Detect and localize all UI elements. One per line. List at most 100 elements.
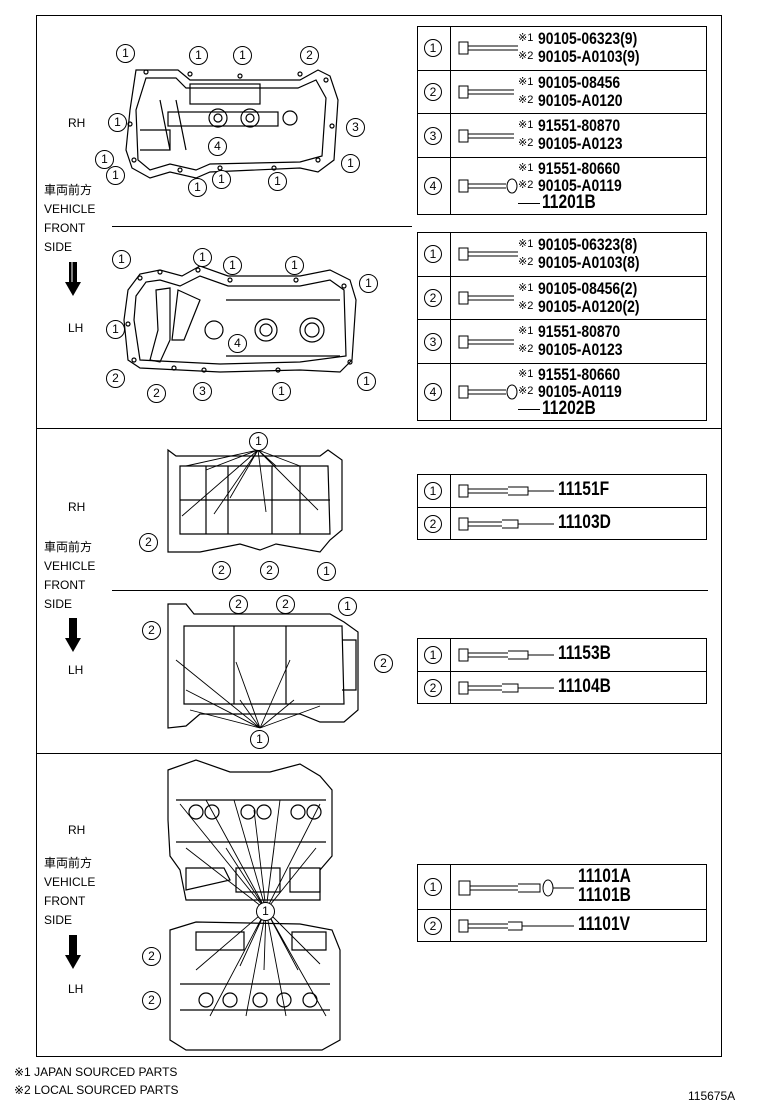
parts-row: 1 ※1 90105-06323(8) ※2 90105-A0103(8)	[418, 233, 706, 276]
parts-row: 2 ※1 90105-08456 ※2 90105-A0120	[418, 70, 706, 114]
head-bolt-with-washer-icon	[458, 879, 574, 897]
bolt-icon	[458, 517, 554, 531]
callout-2: 2	[260, 561, 279, 580]
subdivider-cover	[112, 226, 412, 227]
parts-row: 1 11151F	[418, 475, 706, 507]
callout-1: 1	[249, 432, 268, 451]
callout-2: 2	[147, 384, 166, 403]
part-number: 91551-80870	[538, 322, 621, 341]
part-number: 11153B	[558, 643, 611, 664]
callout-2: 2	[276, 595, 295, 614]
item-number: 4	[424, 383, 442, 401]
callout-1: 1	[223, 256, 242, 275]
part-number: 90105-A0119	[538, 382, 622, 401]
document-id: 115675A	[688, 1089, 736, 1103]
item-number: 2	[424, 289, 442, 307]
part-number: 11151F	[558, 479, 610, 500]
bolt-icon	[458, 919, 574, 933]
bolt-icon	[458, 85, 514, 99]
item-number: 1	[424, 482, 442, 500]
parts-table-lh-cover: 1 ※1 90105-06323(8) ※2 90105-A0103(8) 2 …	[417, 232, 707, 421]
down-arrow-icon	[65, 618, 81, 652]
part-number: 90105-08456	[538, 73, 621, 92]
part-number: 11101B	[578, 885, 631, 906]
bolt-icon	[458, 335, 514, 349]
callout-2: 2	[139, 533, 158, 552]
callout-1: 1	[341, 154, 360, 173]
part-number: 90105-A0120	[538, 91, 623, 110]
callout-2: 2	[374, 654, 393, 673]
callout-2: 2	[142, 947, 161, 966]
bolt-with-grommet-icon	[458, 178, 518, 194]
parts-table-rh-housing: 1 11151F 2 11103D	[417, 474, 707, 540]
down-arrow-icon	[65, 935, 81, 969]
callout-1: 1	[95, 150, 114, 169]
part-number: 90105-06323(8)	[538, 235, 638, 254]
parts-row: 2 ※1 90105-08456(2) ※2 90105-A0120(2)	[418, 276, 706, 320]
parts-row: 3 ※1 91551-80870 ※2 90105-A0123	[418, 319, 706, 364]
part-number: 90105-A0119	[538, 176, 622, 195]
item-number: 2	[424, 917, 442, 935]
callout-2: 2	[142, 991, 161, 1010]
callout-4: 4	[228, 334, 247, 353]
footnote-local: ※2 LOCAL SOURCED PARTS	[14, 1083, 179, 1097]
callout-1: 1	[250, 730, 269, 749]
callout-2: 2	[300, 46, 319, 65]
callout-4: 4	[208, 137, 227, 156]
bolt-icon	[458, 129, 514, 143]
callout-3: 3	[193, 382, 212, 401]
callout-1: 1	[317, 562, 336, 581]
footnote-japan: ※1 JAPAN SOURCED PARTS	[14, 1065, 178, 1079]
item-number: 2	[424, 679, 442, 697]
bolt-with-grommet-icon	[458, 384, 518, 400]
section-divider-2	[36, 753, 722, 754]
part-number: 11103D	[558, 512, 611, 533]
callout-1: 1	[285, 256, 304, 275]
part-number: 91551-80870	[538, 116, 621, 135]
bolt-icon	[458, 484, 554, 498]
part-number: 90105-06323(9)	[538, 29, 638, 48]
bolt-icon	[458, 648, 554, 662]
item-number: 2	[424, 83, 442, 101]
diagram-frame	[36, 15, 722, 1057]
part-number: 11104B	[558, 676, 611, 697]
callout-1: 1	[212, 170, 231, 189]
callout-2: 2	[212, 561, 231, 580]
parts-row: 1 ※1 90105-06323(9) ※2 90105-A0103(9)	[418, 27, 706, 70]
callout-1: 1	[188, 178, 207, 197]
item-number: 2	[424, 515, 442, 533]
callout-1: 1	[106, 320, 125, 339]
callout-1: 1	[108, 113, 127, 132]
parts-table-lh-housing: 1 11153B 2 11104B	[417, 638, 707, 704]
parts-table-cylinder-head: 1 11101A 11101B 2 11101V	[417, 864, 707, 942]
item-number: 1	[424, 878, 442, 896]
callout-1: 1	[112, 250, 131, 269]
callout-2: 2	[106, 369, 125, 388]
part-number: 11202B	[542, 398, 596, 419]
callout-1: 1	[116, 44, 135, 63]
parts-table-rh-cover: 1 ※1 90105-06323(9) ※2 90105-A0103(9) 2 …	[417, 26, 707, 215]
rh-label: RH	[68, 500, 86, 514]
bolt-icon	[458, 41, 518, 55]
item-number: 1	[424, 646, 442, 664]
parts-row: 2 11104B	[418, 671, 706, 704]
parts-row: 2 11103D	[418, 507, 706, 540]
parts-row: 1 11153B	[418, 639, 706, 671]
part-number: 91551-80660	[538, 159, 621, 178]
item-number: 1	[424, 245, 442, 263]
part-number: 11101V	[578, 914, 631, 935]
part-number: 90105-A0103(8)	[538, 253, 640, 272]
part-number: 90105-A0123	[538, 340, 623, 359]
callout-1: 1	[256, 902, 275, 921]
bolt-icon	[458, 291, 514, 305]
rh-label: RH	[68, 823, 86, 837]
callout-1: 1	[338, 597, 357, 616]
callout-1: 1	[233, 46, 252, 65]
section-divider-1	[36, 428, 722, 429]
lh-label: LH	[68, 663, 84, 677]
part-number: 11101A	[578, 866, 631, 887]
part-number: 90105-A0103(9)	[538, 47, 640, 66]
